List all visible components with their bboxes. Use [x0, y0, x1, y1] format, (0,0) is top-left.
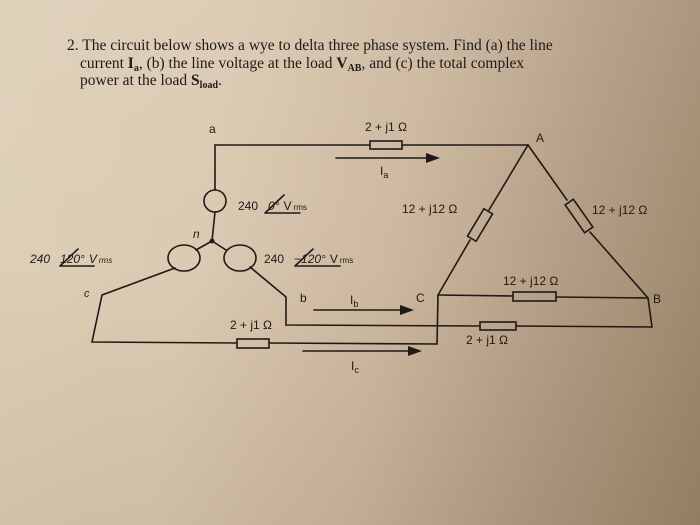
text: V	[284, 199, 292, 213]
angle-symbol-b	[294, 248, 341, 267]
node-label-a: a	[209, 122, 216, 136]
node-label-C: C	[416, 291, 425, 305]
problem-line-2: current Ia, (b) the line voltage at the …	[67, 54, 667, 74]
load-impedance-AB-label: 12 + j12 Ω	[592, 203, 647, 217]
wire-n-to-c	[195, 240, 213, 251]
resistor-delta-AC	[466, 207, 494, 243]
wire-delta-CB	[437, 294, 649, 299]
current-label-Ic: Ic	[351, 359, 359, 375]
text: I	[351, 359, 354, 373]
voltage-symbol: VAB	[336, 54, 362, 74]
node-label-n: n	[193, 227, 200, 241]
resistor-line-a	[369, 140, 403, 150]
node-label-B: B	[653, 292, 661, 306]
source-a	[203, 189, 227, 213]
text: power at the load	[80, 72, 192, 89]
text: 240	[264, 252, 284, 266]
node-label-A: A	[536, 131, 544, 145]
angle-symbol-c	[59, 248, 95, 267]
source-c	[167, 244, 201, 272]
line-impedance-b-label: 2 + j1 Ω	[466, 333, 508, 347]
text: I	[380, 164, 383, 178]
text: 120°	[60, 252, 85, 266]
problem-line-1: The circuit below shows a wye to delta t…	[82, 37, 553, 54]
wire-line-a	[214, 144, 529, 191]
wire-n-to-b	[211, 240, 227, 251]
text: V	[89, 252, 98, 266]
subscript: a	[383, 170, 388, 180]
current-symbol: Ia	[127, 54, 139, 74]
wire-delta-AC	[437, 144, 529, 296]
resistor-delta-AB	[564, 198, 594, 234]
text: 240	[29, 252, 50, 266]
text: 0°	[268, 199, 280, 213]
text: S	[191, 72, 200, 89]
current-label-Ia: Ia	[380, 164, 388, 180]
wire-delta-AB	[527, 144, 649, 299]
arrowhead-Ic	[408, 346, 422, 356]
resistor-line-b	[479, 321, 517, 331]
angle-symbol-a	[264, 194, 301, 214]
subscript: AB	[347, 62, 362, 74]
text: −120°	[294, 252, 326, 266]
wire-line-c	[91, 267, 439, 345]
subscript: load	[199, 80, 219, 91]
load-impedance-CB-label: 12 + j12 Ω	[503, 274, 558, 288]
source-b	[223, 244, 257, 272]
problem-statement: 2. The circuit below shows a wye to delt…	[67, 37, 667, 91]
text: 240	[238, 199, 258, 213]
line-impedance-c-label: 2 + j1 Ω	[230, 318, 272, 332]
text: , and (c) the total complex	[361, 54, 525, 72]
problem-line-3: power at the load Sload.	[67, 72, 667, 91]
power-symbol: Sload	[191, 72, 219, 91]
resistor-line-c	[236, 338, 270, 349]
text: current	[80, 54, 128, 72]
subscript: a	[133, 62, 139, 74]
node-label-b: b	[300, 291, 307, 305]
wire-a-to-n	[211, 211, 216, 242]
arrowhead-Ia	[426, 153, 440, 163]
subscript: rms	[340, 256, 353, 265]
subscript: b	[353, 299, 358, 309]
subscript: rms	[294, 203, 307, 212]
text: I	[350, 293, 353, 307]
problem-number: 2.	[67, 37, 79, 54]
load-impedance-AC-label: 12 + j12 Ω	[402, 202, 457, 216]
text: V	[336, 54, 348, 72]
resistor-delta-CB	[512, 291, 557, 302]
subscript: c	[354, 365, 359, 375]
node-label-c: c	[84, 288, 90, 300]
subscript: rms	[99, 256, 112, 265]
text: .	[218, 72, 222, 89]
text: V	[330, 252, 338, 266]
current-label-Ib: Ib	[350, 293, 358, 309]
arrowhead-Ib	[400, 305, 414, 315]
wire-line-b	[249, 266, 653, 328]
line-impedance-a-label: 2 + j1 Ω	[365, 120, 407, 134]
text: , (b) the line voltage at the load	[138, 54, 337, 72]
text: I	[127, 54, 134, 72]
